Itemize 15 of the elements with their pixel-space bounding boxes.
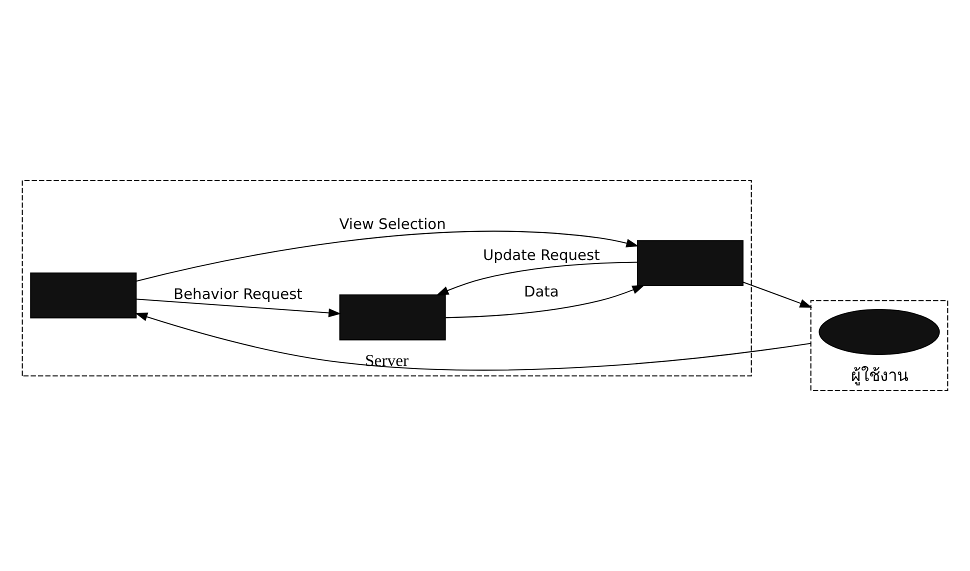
edge-label: Data bbox=[524, 284, 559, 301]
node-ellipse bbox=[818, 309, 940, 355]
cluster: ผู้ใช้งาน bbox=[810, 300, 948, 391]
edge-label: Update Request bbox=[482, 247, 600, 264]
arrow bbox=[743, 282, 812, 308]
edge-label: Behavior Request bbox=[174, 286, 302, 303]
arrow bbox=[446, 285, 645, 318]
arrow bbox=[134, 312, 811, 371]
node-box bbox=[30, 272, 137, 318]
edge-label: View Selection bbox=[339, 216, 446, 233]
arrow bbox=[136, 230, 639, 282]
arrow bbox=[436, 262, 638, 296]
node-box bbox=[636, 240, 744, 286]
arrow bbox=[136, 298, 342, 318]
node-box bbox=[339, 294, 446, 340]
